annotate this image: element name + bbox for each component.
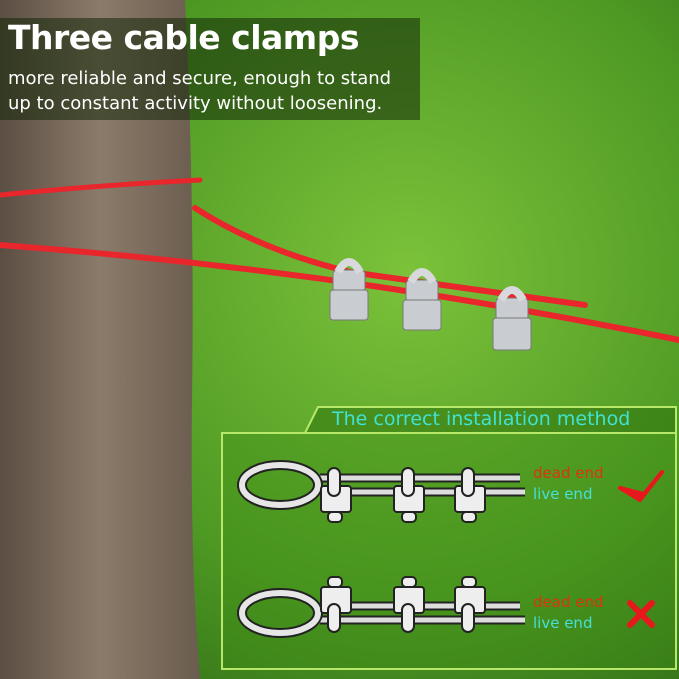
- clamp: [492, 286, 532, 351]
- clamp: [329, 258, 369, 321]
- x-icon: [627, 600, 655, 628]
- header-banner: [0, 18, 420, 120]
- clamp: [402, 268, 442, 331]
- checkmark-icon: [618, 470, 664, 502]
- diagram-incorrect: [237, 576, 525, 638]
- cable-clamps: [329, 258, 532, 351]
- headline: Three cable clamps: [8, 18, 359, 57]
- subtitle-line-1: more reliable and secure, enough to stan…: [8, 68, 392, 89]
- subtitle-line-2: up to constant activity without loosenin…: [8, 93, 383, 114]
- diagram-correct: [237, 460, 525, 523]
- tree-trunk: [0, 0, 200, 679]
- live-end-label: live end: [533, 614, 593, 632]
- panel-title: The correct installation method: [332, 408, 631, 430]
- dead-end-label: dead end: [533, 464, 604, 482]
- live-end-label: live end: [533, 485, 593, 503]
- dead-end-label: dead end: [533, 593, 604, 611]
